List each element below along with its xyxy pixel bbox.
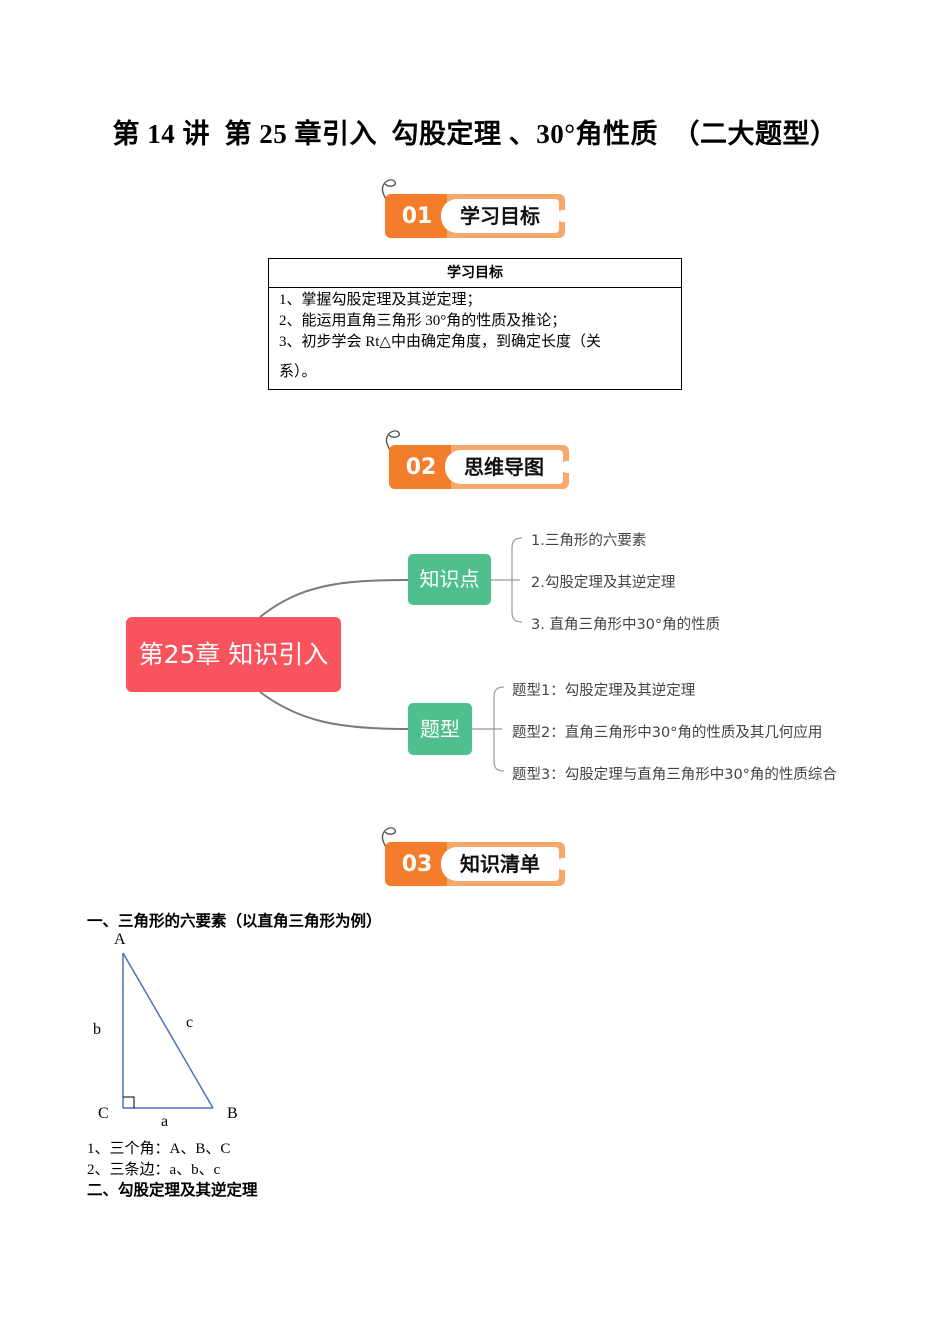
vertex-label-a: A <box>114 931 126 948</box>
section-badge-objectives: 01 学习目标 <box>381 179 567 238</box>
objectives-body: 1、掌握勾股定理及其逆定理； 2、能运用直角三角形 30°角的性质及推论； 3、… <box>269 288 681 389</box>
mindmap-leaf: 3. 直角三角形中30°角的性质 <box>531 617 721 633</box>
vertex-label-c: C <box>98 1105 109 1122</box>
section-number: 01 <box>385 194 447 238</box>
section-label: 知识清单 <box>441 847 559 881</box>
section-heading-pythagorean: 二、勾股定理及其逆定理 <box>87 1181 258 1199</box>
mindmap-node-knowledge: 知识点 <box>408 554 491 605</box>
point-item: 1、三个角：A、B、C <box>87 1141 231 1157</box>
badge-notch <box>557 858 565 870</box>
objectives-header: 学习目标 <box>269 259 681 288</box>
section-label: 思维导图 <box>445 450 563 484</box>
mindmap-leaf: 题型2：直角三角形中30°角的性质及其几何应用 <box>512 725 823 741</box>
section-label: 学习目标 <box>441 199 559 233</box>
mindmap-leaf: 1.三角形的六要素 <box>531 533 647 549</box>
objective-item: 3、初步学会 Rt△中由确定角度，到确定长度（关 <box>279 334 601 350</box>
section-number: 03 <box>385 842 447 886</box>
curl-icon <box>381 827 396 850</box>
point-item: 2、三条边：a、b、c <box>87 1162 221 1178</box>
mindmap-leaf: 题型3：勾股定理与直角三角形中30°角的性质综合 <box>512 767 837 783</box>
mindmap-leaf: 2.勾股定理及其逆定理 <box>531 575 676 591</box>
side-label-a: a <box>161 1113 169 1130</box>
section-heading-six-elements: 一、三角形的六要素（以直角三角形为例） <box>87 912 382 930</box>
side-label-c: c <box>186 1014 194 1031</box>
badge-notch <box>561 461 569 473</box>
mindmap-leaf: 题型1：勾股定理及其逆定理 <box>512 683 696 699</box>
vertex-label-b: B <box>227 1105 238 1122</box>
section-badge-mindmap: 02 思维导图 <box>385 430 571 489</box>
mindmap-node-problem-types: 题型 <box>408 703 472 755</box>
objective-item: 1、掌握勾股定理及其逆定理； <box>279 292 482 308</box>
side-label-b: b <box>93 1021 101 1038</box>
badge-notch <box>557 210 565 222</box>
objective-item: 系）。 <box>279 364 317 380</box>
objective-item: 2、能运用直角三角形 30°角的性质及推论； <box>279 313 567 329</box>
objectives-table: 学习目标 1、掌握勾股定理及其逆定理； 2、能运用直角三角形 30°角的性质及推… <box>268 258 682 390</box>
right-triangle-diagram <box>122 952 214 1109</box>
document-title: 第 14 讲 第 25 章引入 勾股定理 、30°角性质 （二大题型） <box>112 119 838 149</box>
curl-icon <box>381 179 396 202</box>
section-badge-knowledge-list: 03 知识清单 <box>381 827 567 886</box>
section-number: 02 <box>389 445 451 489</box>
mindmap-root: 第25章 知识引入 <box>126 617 341 692</box>
curl-icon <box>385 430 400 453</box>
